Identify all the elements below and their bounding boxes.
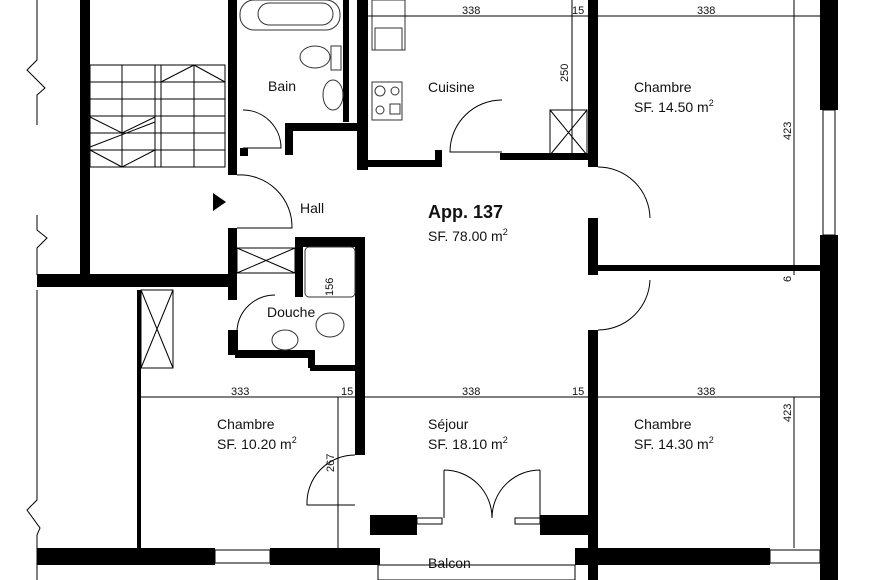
dim-mid-b: 15 bbox=[341, 386, 353, 398]
dim-top-c: 338 bbox=[697, 5, 715, 17]
room-douche: Douche bbox=[267, 304, 315, 320]
room-sejour: Séjour bbox=[428, 416, 469, 432]
dim-top-a: 338 bbox=[462, 5, 480, 17]
dim-douche-h: 156 bbox=[324, 278, 336, 296]
dimension-lines bbox=[141, 0, 835, 548]
doors bbox=[236, 99, 651, 519]
windows bbox=[214, 109, 836, 580]
walls bbox=[37, 0, 838, 580]
room-hall: Hall bbox=[300, 200, 324, 216]
room-chambre-se-area: SF. 14.30 m2 bbox=[634, 435, 714, 452]
room-chambre-se: Chambre bbox=[634, 416, 692, 432]
dim-mid-e: 338 bbox=[697, 386, 715, 398]
room-sejour-area: SF. 18.10 m2 bbox=[428, 435, 508, 452]
dim-mid-c: 338 bbox=[462, 386, 480, 398]
dim-right-top: 423 bbox=[782, 122, 794, 140]
dim-mid-a: 333 bbox=[231, 386, 249, 398]
dim-right-mid: 6 bbox=[782, 276, 794, 282]
apartment-area: SF. 78.00 m2 bbox=[428, 227, 508, 244]
dim-chambre-sw-h: 267 bbox=[325, 454, 337, 472]
room-chambre-sw: Chambre bbox=[217, 416, 275, 432]
apartment-title: App. 137 bbox=[428, 202, 503, 222]
room-chambre-ne: Chambre bbox=[634, 79, 692, 95]
dimension-labels: 338 15 338 250 423 6 156 333 15 338 15 3… bbox=[231, 5, 794, 472]
room-balcon: Balcon bbox=[428, 555, 471, 571]
shafts bbox=[140, 109, 588, 369]
staircase bbox=[89, 64, 226, 168]
room-cuisine: Cuisine bbox=[428, 79, 475, 95]
room-chambre-ne-area: SF. 14.50 m2 bbox=[634, 98, 714, 115]
dim-right-bottom: 423 bbox=[782, 404, 794, 422]
break-lines bbox=[26, 0, 48, 580]
room-labels: Bain Cuisine Hall Douche App. 137 SF. 78… bbox=[217, 78, 714, 571]
entrance-arrow-icon bbox=[213, 193, 226, 211]
room-bain: Bain bbox=[268, 78, 296, 94]
dim-mid-d: 15 bbox=[572, 386, 584, 398]
dim-top-b: 15 bbox=[572, 5, 584, 17]
room-chambre-sw-area: SF. 10.20 m2 bbox=[217, 435, 297, 452]
fixtures bbox=[239, 0, 406, 351]
dim-kitchen-h: 250 bbox=[559, 64, 571, 82]
